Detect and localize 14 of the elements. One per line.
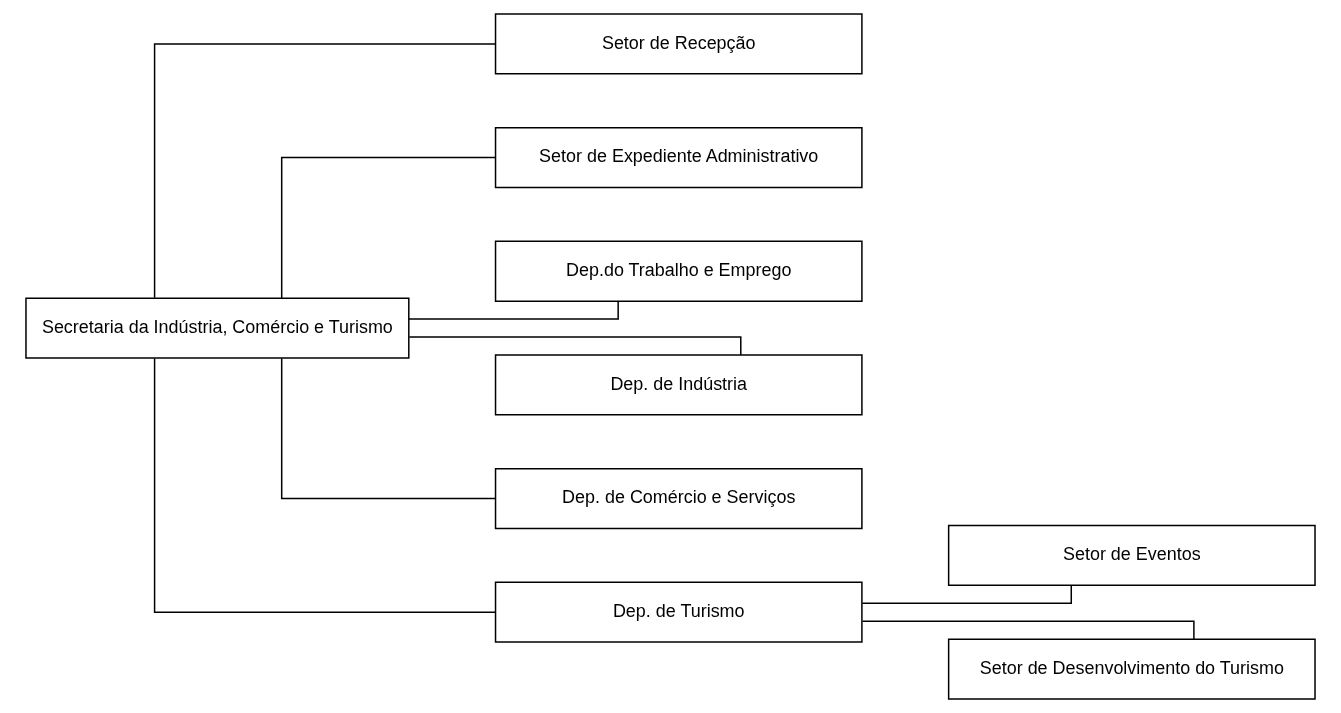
- connector: [153, 43, 497, 299]
- node-box: Dep. de Comércio e Serviços: [494, 467, 863, 530]
- node-box: Setor de Expediente Administrativo: [494, 126, 863, 189]
- connector: [861, 584, 1072, 604]
- node-box: Dep. de Indústria: [494, 354, 863, 416]
- connector: [280, 156, 497, 299]
- node-box: Setor de Recepção: [494, 13, 863, 75]
- node-box: Setor de Eventos: [947, 524, 1316, 587]
- connector: [153, 357, 497, 613]
- node-box: Secretaria da Indústria, Comércio e Turismo: [25, 297, 410, 359]
- connector: [280, 357, 497, 500]
- node-box: Dep. de Turismo: [494, 581, 863, 643]
- node-box: Dep.do Trabalho e Emprego: [494, 240, 863, 302]
- node-box: Setor de Desenvolvimento do Turismo: [947, 638, 1316, 700]
